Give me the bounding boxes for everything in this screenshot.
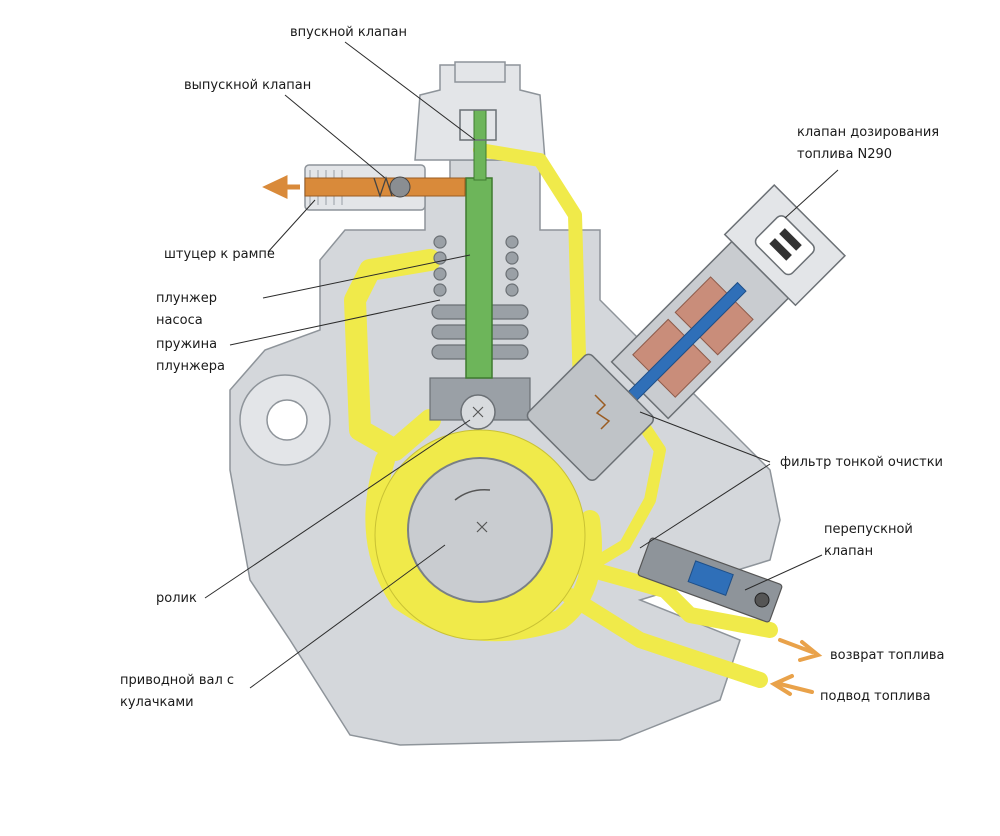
label-plunger-line2: насоса — [156, 313, 203, 328]
leader-filter-2 — [639, 463, 771, 549]
rotation-arrow-icon — [454, 488, 491, 501]
inlet-valve-seat — [459, 109, 497, 141]
leader-metering — [784, 169, 839, 219]
fuel-channel-filter — [594, 414, 666, 566]
label-bypass-valve: перепускной клапан — [824, 519, 913, 563]
label-plunger: плунжер насоса — [156, 288, 217, 332]
mounting-hole — [266, 399, 308, 441]
label-fuel-return-text: возврат топлива — [830, 648, 945, 663]
leader-roller — [204, 419, 471, 599]
label-metering-line2: топлива N290 — [797, 147, 893, 162]
fuel-channel-main — [344, 249, 441, 461]
label-shaft-line1: приводной вал с — [120, 673, 235, 688]
label-fuel-return: возврат топлива — [830, 645, 945, 667]
outlet-valve-ball — [389, 176, 411, 198]
rail-flow-arrow-icon — [262, 175, 300, 199]
label-fuel-supply: подвод топлива — [820, 686, 931, 708]
return-arrow-icon — [778, 638, 823, 662]
metering-valve-base — [526, 353, 655, 482]
label-spring: пружина плунжера — [156, 334, 225, 378]
roller-center-mark — [472, 406, 484, 418]
label-inlet-valve: впускной клапан — [290, 22, 407, 44]
label-outlet-valve-text: выпускной клапан — [184, 78, 312, 93]
label-bypass-line1: перепускной — [824, 522, 913, 537]
pump-plunger — [465, 177, 493, 379]
shaft-center-mark — [476, 521, 488, 533]
leader-shaft — [249, 544, 446, 689]
label-bypass-line2: клапан — [824, 544, 874, 559]
head-cap — [454, 61, 506, 83]
metering-spring — [594, 394, 611, 430]
label-spring-line1: пружина — [156, 337, 218, 352]
leader-bypass — [744, 554, 823, 591]
drive-shaft-cam — [407, 457, 553, 603]
label-inlet-valve-text: впускной клапан — [290, 25, 407, 40]
label-shaft: приводной вал с кулачками — [120, 670, 234, 714]
label-rail-fitting: штуцер к рампе — [164, 244, 275, 266]
outlet-valve-spring — [373, 175, 393, 199]
leader-filter-1 — [639, 411, 771, 463]
label-metering-line1: клапан дозирования — [797, 125, 940, 140]
fuel-supply-line — [552, 582, 768, 688]
leader-outlet-valve — [284, 94, 386, 179]
supply-arrow-icon — [769, 674, 814, 696]
label-outlet-valve: выпускной клапан — [184, 75, 311, 97]
label-roller-text: ролик — [156, 591, 197, 606]
label-roller: ролик — [156, 588, 197, 610]
inlet-valve-stem — [473, 109, 487, 181]
bypass-valve-ball — [754, 592, 770, 608]
fuel-channel-right — [473, 143, 587, 397]
leader-rail-fitting — [267, 199, 316, 253]
leader-inlet-valve — [344, 41, 476, 141]
label-plunger-line1: плунжер — [156, 291, 217, 306]
label-fuel-supply-text: подвод топлива — [820, 689, 931, 704]
fuel-return-line — [567, 557, 778, 638]
label-fine-filter-text: фильтр тонкой очистки — [780, 455, 944, 470]
label-spring-line2: плунжера — [156, 359, 225, 374]
bypass-valve-piston — [687, 560, 734, 596]
label-fine-filter: фильтр тонкой очистки — [780, 452, 943, 474]
label-rail-fitting-text: штуцер к рампе — [164, 247, 275, 262]
label-shaft-line2: кулачками — [120, 695, 194, 710]
leader-plunger — [262, 254, 471, 299]
leader-spring — [229, 299, 441, 346]
metering-valve — [610, 183, 847, 420]
label-metering-valve: клапан дозирования топлива N290 — [797, 122, 939, 166]
